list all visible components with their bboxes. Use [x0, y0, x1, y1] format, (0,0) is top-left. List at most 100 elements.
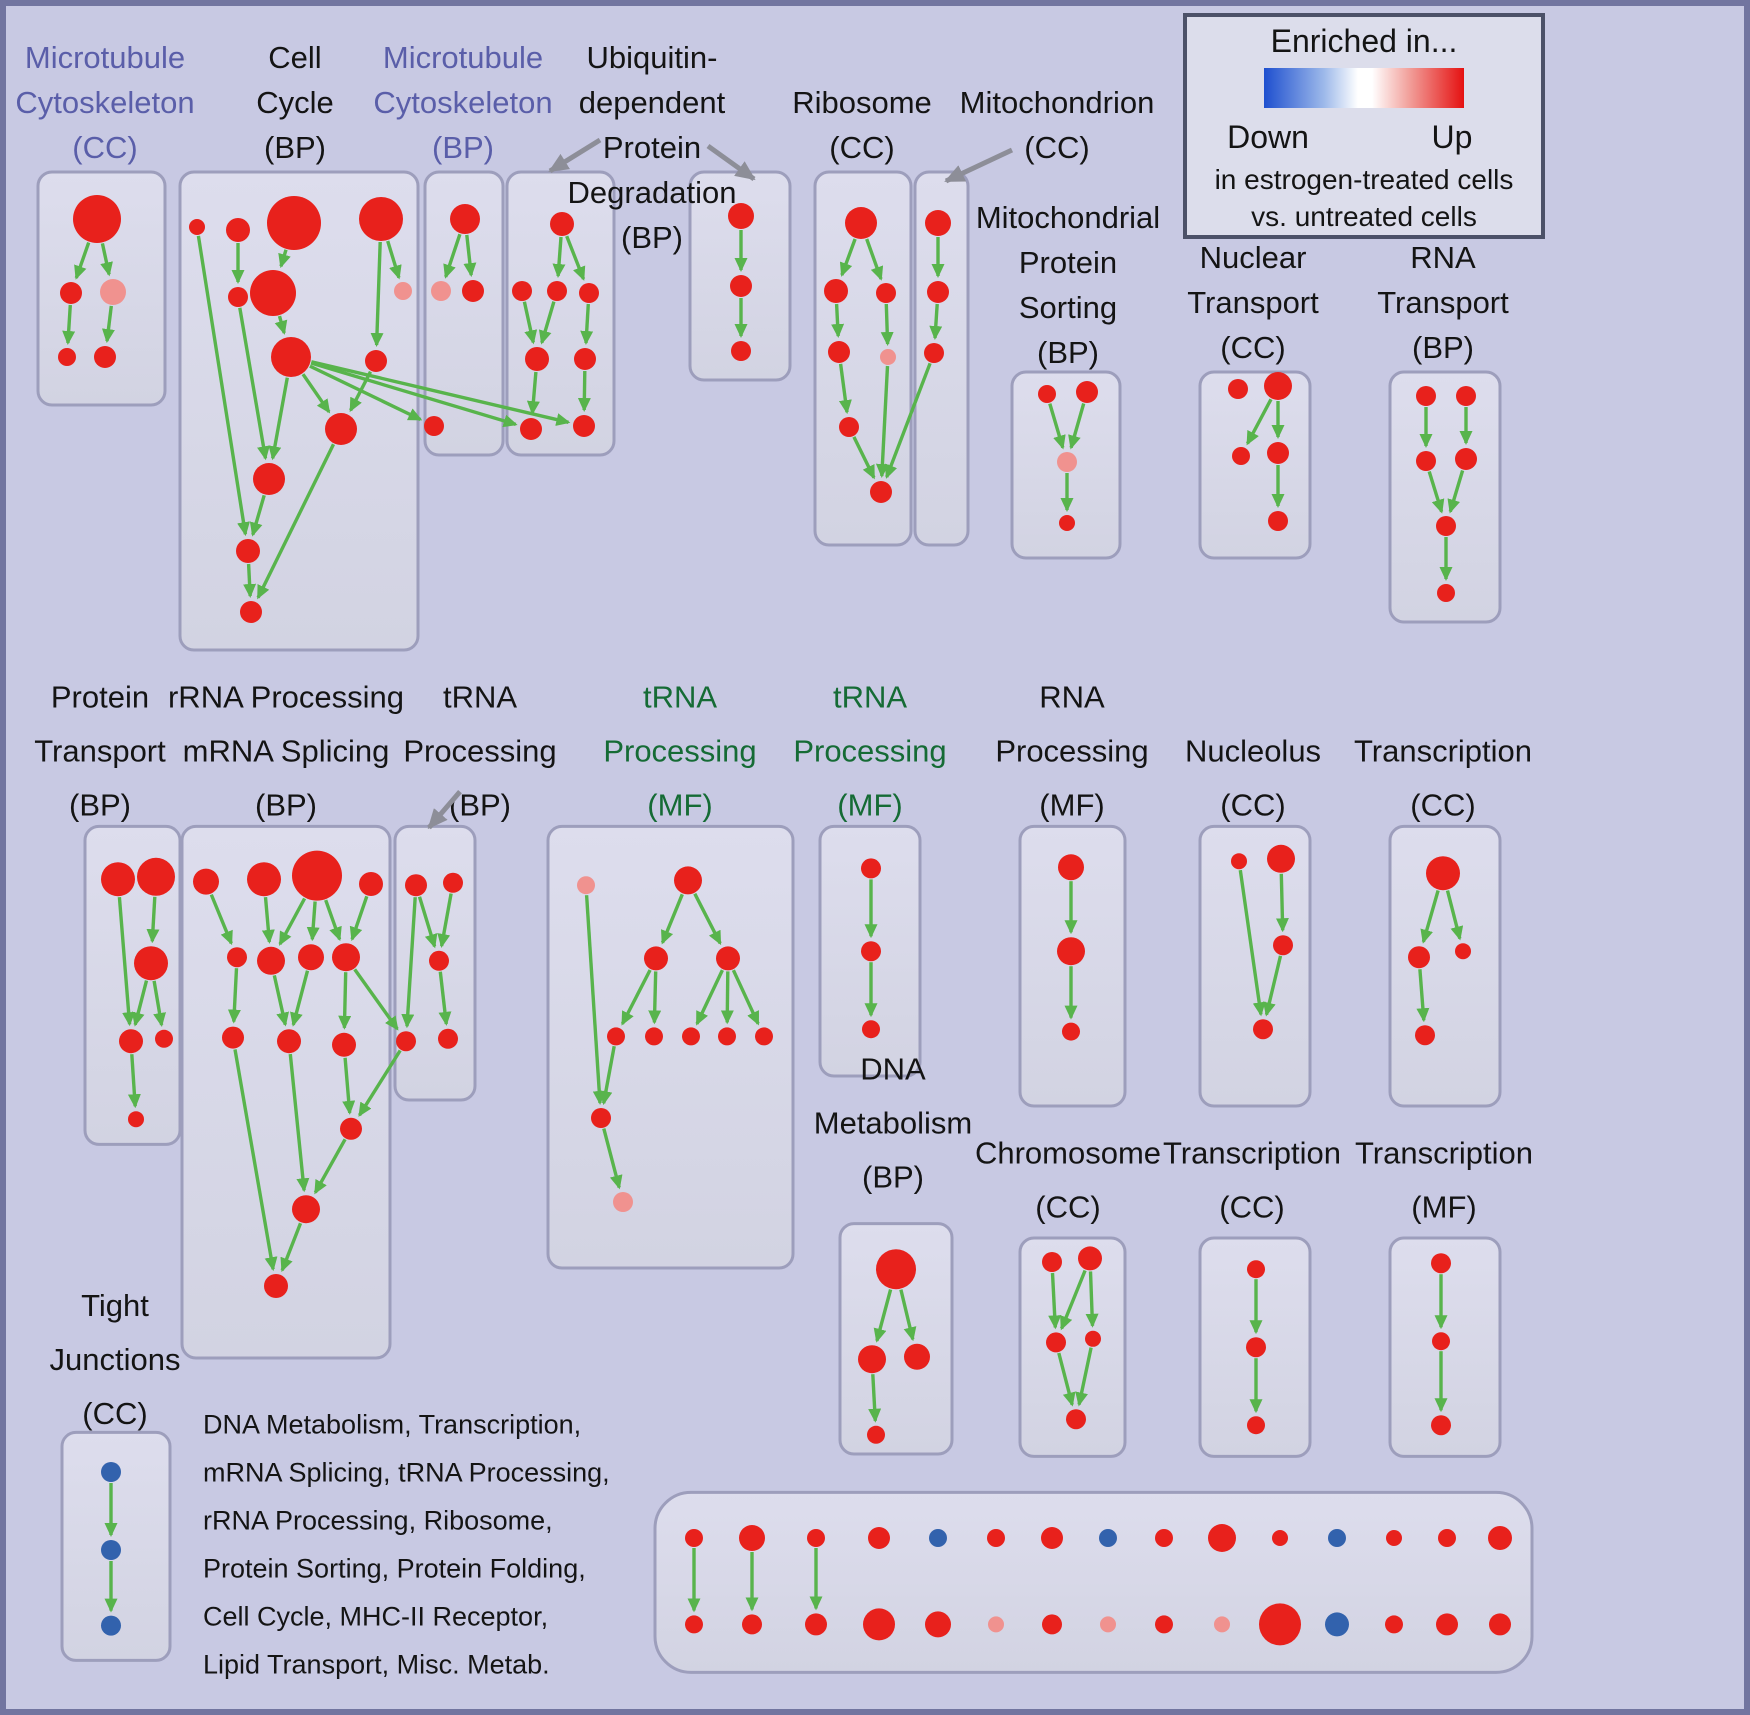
cluster-box-microtubule-cytoskeleton-bp — [423, 170, 505, 457]
edge-ch4-ch5 — [1075, 1347, 1093, 1407]
node-nt5 — [1268, 511, 1288, 531]
edge-mt3-mt5 — [102, 305, 115, 344]
node-s3 — [862, 1020, 880, 1039]
cluster-label-ubiquitin-dependent-protein-degradation-bp-line-3: Protein — [603, 130, 701, 165]
node-mp2 — [1076, 381, 1098, 403]
bottom-panel-node-top-11 — [1272, 1530, 1288, 1546]
node-cc7 — [271, 337, 311, 377]
node-tb4 — [396, 1031, 416, 1052]
cluster-label-nuclear-transport-cc-line-3: (CC) — [1220, 330, 1285, 365]
node-pt1 — [101, 862, 135, 897]
node-u7 — [573, 415, 595, 437]
edge-r5-r7 — [875, 365, 890, 478]
node-rr10 — [277, 1029, 301, 1054]
node-r2 — [824, 279, 848, 303]
misc-category-text-line-3: rRNA Processing, Ribosome, — [203, 1506, 553, 1536]
edge-cc10-cc11 — [249, 494, 266, 537]
node-tj1 — [101, 1462, 121, 1482]
edge-u5-u7 — [577, 370, 591, 412]
node-tb5 — [438, 1028, 458, 1049]
edge-cc7-u6 — [310, 361, 518, 428]
cluster-label-mitochondrial-protein-sorting-bp-line-2: Protein — [1019, 245, 1117, 280]
edge-mp2-mp3 — [1068, 403, 1086, 450]
node-rr14 — [264, 1274, 288, 1298]
edge-d2-d4 — [868, 1374, 882, 1423]
edges-layer — [62, 230, 1473, 1613]
edge-r6-r7 — [852, 436, 876, 480]
node-m3 — [924, 343, 944, 363]
node-rr2 — [247, 862, 281, 897]
edge-rr4-rr8 — [349, 895, 369, 942]
cluster-label-ubiquitin-dependent-protein-degradation-bp-line-1: Ubiquitin- — [587, 40, 718, 75]
node-nt4 — [1267, 442, 1289, 464]
node-rt3 — [1416, 451, 1436, 471]
node-rt2 — [1456, 386, 1476, 406]
node-mt5 — [94, 346, 116, 368]
legend-up-label: Up — [1432, 119, 1473, 155]
edge-tc1-tc2 — [1420, 890, 1440, 944]
node-ch1 — [1042, 1252, 1062, 1272]
edge-mp1-mp3 — [1048, 403, 1066, 450]
cluster-box-rrna-processing-mrna-splicing-bp — [180, 824, 392, 1360]
edge-r4-r6 — [838, 363, 852, 415]
edge-tm3-tm6 — [648, 971, 662, 1025]
cluster-label-mitochondrion-cc-line-2: (CC) — [1024, 130, 1089, 165]
node-cc10 — [253, 463, 285, 495]
node-m2 — [927, 281, 949, 303]
node-rr9 — [222, 1026, 244, 1049]
edge-rr6-rr10 — [272, 975, 290, 1027]
edge-r3-r5 — [880, 303, 894, 346]
node-tc1 — [1426, 856, 1460, 891]
cluster-label-microtubule-cytoskeleton-cc-line-2: Cytoskeleton — [15, 85, 194, 120]
node-tm7 — [682, 1027, 700, 1046]
bottom-panel-node-bottom-3 — [805, 1613, 827, 1636]
node-cc5 — [250, 270, 296, 316]
misc-category-text-line-1: DNA Metabolism, Transcription, — [203, 1410, 581, 1440]
node-rt4 — [1455, 448, 1477, 470]
node-mp3 — [1057, 452, 1077, 472]
edge-cc6-cc10 — [238, 307, 270, 461]
cluster-label-ribosome-cc-line-1: Ribosome — [792, 85, 932, 120]
node-nu1 — [1231, 853, 1247, 870]
edge-pt1-pt4 — [117, 896, 136, 1027]
edge-cc7-mb4 — [309, 364, 423, 422]
node-tm8 — [718, 1027, 736, 1046]
bottom-panel-node-top-9 — [1155, 1529, 1173, 1547]
node-u1 — [512, 281, 532, 301]
bottom-panel-node-top-6 — [987, 1529, 1005, 1547]
edge-cc7-u7 — [311, 360, 571, 426]
edge-pt4-pt6 — [127, 1054, 141, 1109]
node-rr5 — [227, 947, 247, 968]
edge-tb1-tb4 — [401, 897, 417, 1029]
node-pt5 — [155, 1029, 173, 1048]
node-ch3 — [1046, 1332, 1066, 1353]
edge-rt3-rt5 — [1427, 470, 1445, 514]
node-rr8 — [332, 943, 360, 972]
cluster-label-trna-processing-bp-line-1: tRNA — [443, 680, 517, 715]
bottom-panel-node-bottom-1 — [685, 1615, 703, 1634]
node-rr13 — [292, 1195, 320, 1224]
cluster-label-mitochondrion-cc-line-1: Mitochondrion — [960, 85, 1155, 120]
callout-arrow-4 — [427, 789, 462, 830]
callout-arrow-2 — [706, 143, 756, 182]
edge-u1-u4 — [522, 301, 538, 345]
edge-cc7-cc9 — [301, 373, 331, 414]
cluster-label-rrna-processing-mrna-splicing-bp-line-2: mRNA Splicing — [183, 734, 390, 769]
misc-category-text-line-5: Cell Cycle, MHC-II Receptor, — [203, 1602, 548, 1632]
edge-u0-u3 — [565, 235, 586, 281]
cluster-label-rna-processing-mf-line-3: (MF) — [1039, 788, 1104, 823]
edge-rr3-rr6 — [278, 897, 307, 946]
edge-nt2-nt3 — [1245, 398, 1273, 446]
node-mb1 — [450, 204, 480, 234]
node-cc3 — [267, 196, 321, 250]
node-tm4 — [716, 946, 740, 971]
cluster-box-ribosome-cc — [813, 170, 913, 547]
edge-rr8-tb4 — [353, 968, 399, 1031]
cluster-label-transcription-cc-lower-line-2: (CC) — [1219, 1190, 1284, 1225]
node-ch4 — [1085, 1330, 1101, 1347]
edge-mt1-mt2 — [74, 242, 91, 280]
node-rr12 — [340, 1117, 362, 1140]
edge-tm4-tm8 — [720, 971, 734, 1025]
